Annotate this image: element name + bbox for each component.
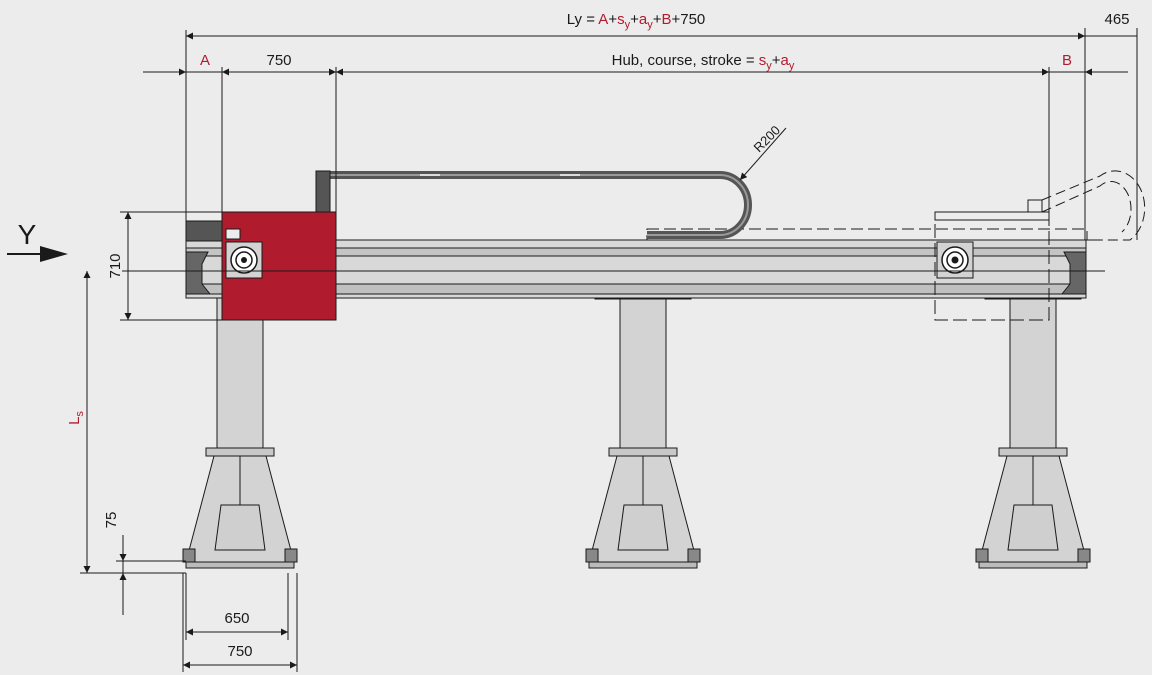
ghost-carriage: [934, 170, 1146, 321]
carriage: [185, 211, 337, 321]
offset-465-label: 465: [1104, 11, 1129, 28]
y-axis-label: Y: [18, 219, 37, 250]
dim-750-bottom-label: 750: [227, 643, 252, 660]
dim-710-label: 710: [107, 253, 124, 278]
dim-b-label: B: [1062, 52, 1072, 69]
energy-chain: [315, 170, 752, 239]
leg-right: [975, 292, 1091, 569]
dim-a-label: A: [200, 52, 210, 69]
y-axis-arrow: Y: [7, 219, 68, 262]
leg-middle: [585, 292, 701, 569]
dim-750-top-label: 750: [266, 52, 291, 69]
ly-formula-label: Ly = A+sy+ay+B+750: [567, 11, 706, 31]
stroke-formula-label: Hub, course, stroke = sy+ay: [612, 52, 795, 72]
extension-lines: [80, 28, 1138, 672]
dim-75-label: 75: [103, 512, 120, 529]
guide-rail: [186, 228, 1100, 241]
leg-left: [182, 295, 298, 569]
dim-650-label: 650: [224, 610, 249, 627]
radius-leader: [739, 127, 787, 181]
dim-ls-label: Ls: [66, 411, 86, 425]
